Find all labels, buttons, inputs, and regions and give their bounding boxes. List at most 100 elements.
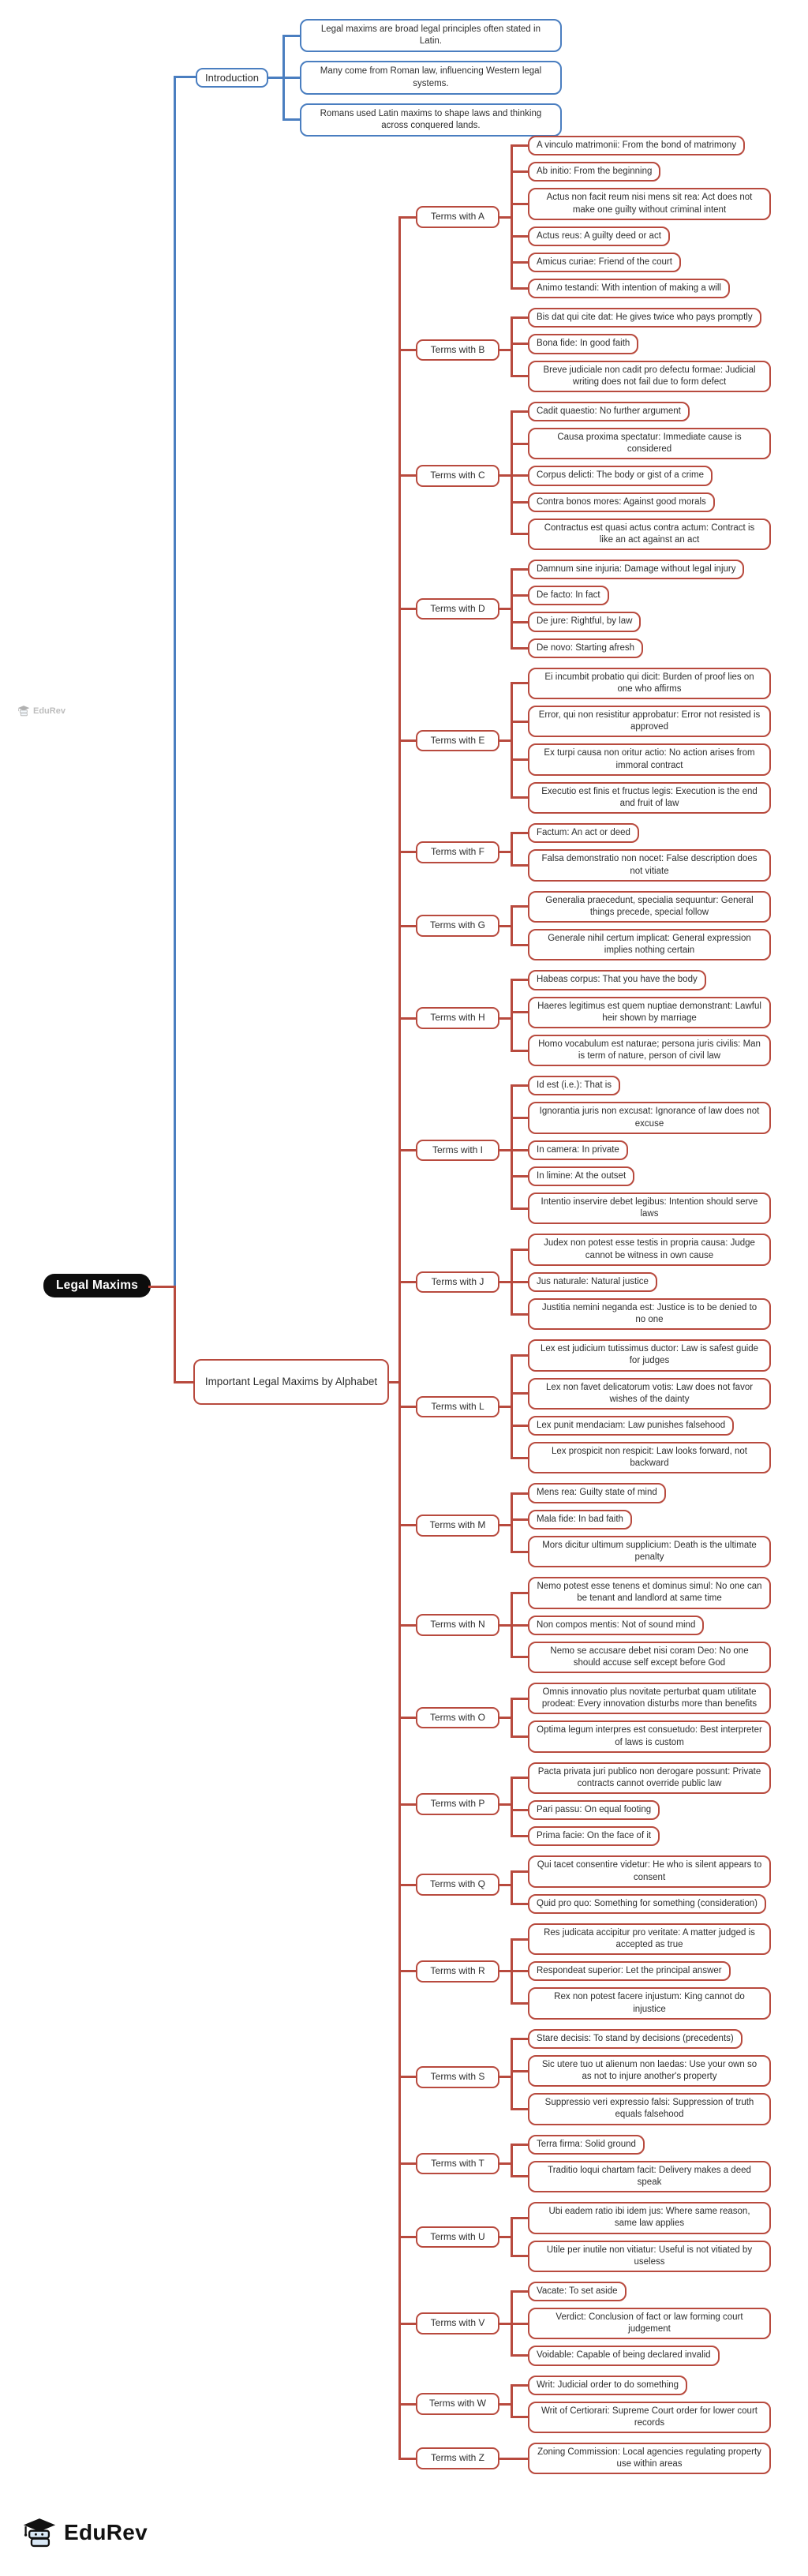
maxim-leaf: Habeas corpus: That you have the body xyxy=(528,970,706,990)
maxim-row: Contractus est quasi actus contra actum:… xyxy=(511,513,771,551)
maxim-leaf: Nemo se accusare debet nisi coram Deo: N… xyxy=(528,1641,771,1674)
maxim-row: Bona fide: In good faith xyxy=(511,329,771,359)
maxim-row: Optima legum interpres est consuetudo: B… xyxy=(511,1716,771,1753)
maxim-leaf: Traditio loqui chartam facit: Delivery m… xyxy=(528,2160,771,2193)
maxim-row: Haeres legitimus est quem nuptiae demons… xyxy=(511,991,771,1034)
maxim-leaf: Generalia praecedunt, specialia sequuntu… xyxy=(528,890,771,923)
maxim-leaf: Res judicata accipitur pro veritate: A m… xyxy=(528,1923,771,1956)
maxim-row: Error, qui non resistitur approbatur: Er… xyxy=(511,701,771,743)
maxim-leaf: Lex est judicium tutissimus ductor: Law … xyxy=(528,1339,771,1372)
maxim-leaf: Suppressio veri expressio falsi: Suppres… xyxy=(528,2093,771,2125)
maxim-leaf: Bis dat qui cite dat: He gives twice who… xyxy=(528,308,761,328)
maxim-leaf: De novo: Starting afresh xyxy=(528,638,644,658)
maxim-row: Voidable: Capable of being declared inva… xyxy=(511,2341,771,2366)
maxim-leaf: Prima facie: On the face of it xyxy=(528,1826,660,1847)
maxim-leaf: Jus naturale: Natural justice xyxy=(528,1271,657,1292)
maxim-row: Ignorantia juris non excusat: Ignorance … xyxy=(511,1097,771,1140)
maxim-list: Nemo potest esse tenens et dominus simul… xyxy=(511,1577,771,1674)
maxim-row: Generalia praecedunt, specialia sequuntu… xyxy=(511,890,771,928)
maxim-leaf: Mors dicitur ultimum supplicium: Death i… xyxy=(528,1535,771,1568)
edurev-logo-icon xyxy=(23,2518,56,2548)
letter-node: Terms with V xyxy=(416,2312,499,2334)
maxim-leaf: Judex non potest esse testis in propria … xyxy=(528,1234,771,1266)
maxim-row: Falsa demonstratio non nocet: False desc… xyxy=(511,844,771,882)
letter-stub-line xyxy=(499,349,511,352)
letter-node: Terms with E xyxy=(416,729,499,752)
maxim-list: Ubi eadem ratio ibi idem jus: Where same… xyxy=(511,2202,771,2272)
letter-node: Terms with M xyxy=(416,1515,499,1537)
maxim-leaf: Lex non favet delicatorum votis: Law doe… xyxy=(528,1377,771,1410)
maxim-row: Animo testandi: With intention of making… xyxy=(511,273,771,299)
maxim-row: Omnis innovatio plus novitate perturbat … xyxy=(511,1683,771,1720)
letter-node: Terms with B xyxy=(416,339,499,361)
maxim-leaf: Cadit quaestio: No further argument xyxy=(528,401,690,422)
maxim-leaf: Zoning Commission: Local agencies regula… xyxy=(528,2443,771,2475)
maxim-row: Verdict: Conclusion of fact or law formi… xyxy=(511,2302,771,2345)
intro-item: Legal maxims are broad legal principles … xyxy=(299,19,562,53)
maxim-leaf: Pacta privata juri publico non derogare … xyxy=(528,1762,771,1795)
maxim-row: Generale nihil certum implicat: General … xyxy=(511,923,771,961)
maxim-row: Causa proxima spectatur: Immediate cause… xyxy=(511,423,771,465)
maxim-leaf: Actus reus: A guilty deed or act xyxy=(528,226,670,246)
maxim-row: Suppressio veri expressio falsi: Suppres… xyxy=(511,2088,771,2125)
maxim-row: Respondeat superior: Let the principal a… xyxy=(511,1956,771,1986)
maxim-row: Utile per inutile non vitiatur: Useful i… xyxy=(511,2235,771,2272)
intro-item: Romans used Latin maxims to shape laws a… xyxy=(299,103,562,137)
maxim-leaf: Voidable: Capable of being declared inva… xyxy=(528,2346,720,2366)
letter-stub-line xyxy=(499,1970,511,1973)
maxim-leaf: Verdict: Conclusion of fact or law formi… xyxy=(528,2308,771,2340)
connector-intro-trunk-vertical xyxy=(174,76,176,1288)
letter-stub-line xyxy=(499,607,511,610)
letter-stub-line xyxy=(499,2236,511,2238)
letter-stub-line xyxy=(499,924,511,927)
maxim-leaf: Damnum sine injuria: Damage without lega… xyxy=(528,560,745,580)
intro-branch: Introduction Legal maxims are broad lega… xyxy=(196,19,562,137)
maxim-leaf: Terra firma: Solid ground xyxy=(528,2134,645,2155)
maxim-leaf: A vinculo matrimonii: From the bond of m… xyxy=(528,136,746,156)
maxim-row: Id est (i.e.): That is xyxy=(511,1076,771,1101)
maxim-row: Damnum sine injuria: Damage without lega… xyxy=(511,560,745,585)
maxim-leaf: In camera: In private xyxy=(528,1140,628,1160)
letter-node: Terms with N xyxy=(416,1614,499,1636)
maxim-row: Factum: An act or deed xyxy=(511,823,771,848)
maxim-leaf: Generale nihil certum implicat: General … xyxy=(528,929,771,961)
maxim-row: Jus naturale: Natural justice xyxy=(511,1267,771,1297)
intro-stub-line xyxy=(267,77,282,80)
letter-stub-line xyxy=(499,2402,511,2406)
maxim-row: Rex non potest facere injustum: King can… xyxy=(511,1983,771,2020)
root-node-legal-maxims: Legal Maxims xyxy=(43,1274,152,1297)
maxim-row: Zoning Commission: Local agencies regula… xyxy=(511,2443,771,2475)
maxim-row: Ex turpi causa non oritur actio: No acti… xyxy=(511,739,771,781)
maxim-row: Nemo potest esse tenens et dominus simul… xyxy=(511,1577,771,1614)
maxim-row: Breve judiciale non cadit pro defectu fo… xyxy=(511,355,771,392)
maxim-leaf: Actus non facit reum nisi mens sit rea: … xyxy=(528,188,771,220)
maxim-leaf: Ex turpi causa non oritur actio: No acti… xyxy=(528,743,771,776)
letter-stub-line xyxy=(499,1148,511,1151)
maxim-row: Res judicata accipitur pro veritate: A m… xyxy=(511,1923,771,1960)
maxim-row: Pari passu: On equal footing xyxy=(511,1795,771,1825)
letter-node: Terms with F xyxy=(416,841,499,863)
maxim-leaf: Lex punit mendaciam: Law punishes falseh… xyxy=(528,1415,735,1436)
intro-item-row: Many come from Roman law, influencing We… xyxy=(282,56,562,100)
maxim-list: A vinculo matrimonii: From the bond of m… xyxy=(511,136,771,299)
maxim-leaf: Id est (i.e.): That is xyxy=(528,1076,621,1096)
edurev-logo-icon xyxy=(17,706,30,717)
maxim-row: De jure: Rightful, by law xyxy=(511,607,744,637)
intro-items: Legal maxims are broad legal principles … xyxy=(282,19,562,137)
maxim-row: Intentio inservire debet legibus: Intent… xyxy=(511,1188,771,1225)
letter-stub-line xyxy=(499,851,511,854)
letter-node: Terms with G xyxy=(416,915,499,937)
letter-stub-line xyxy=(499,1524,511,1527)
maxim-leaf: Ab initio: From the beginning xyxy=(528,162,661,182)
